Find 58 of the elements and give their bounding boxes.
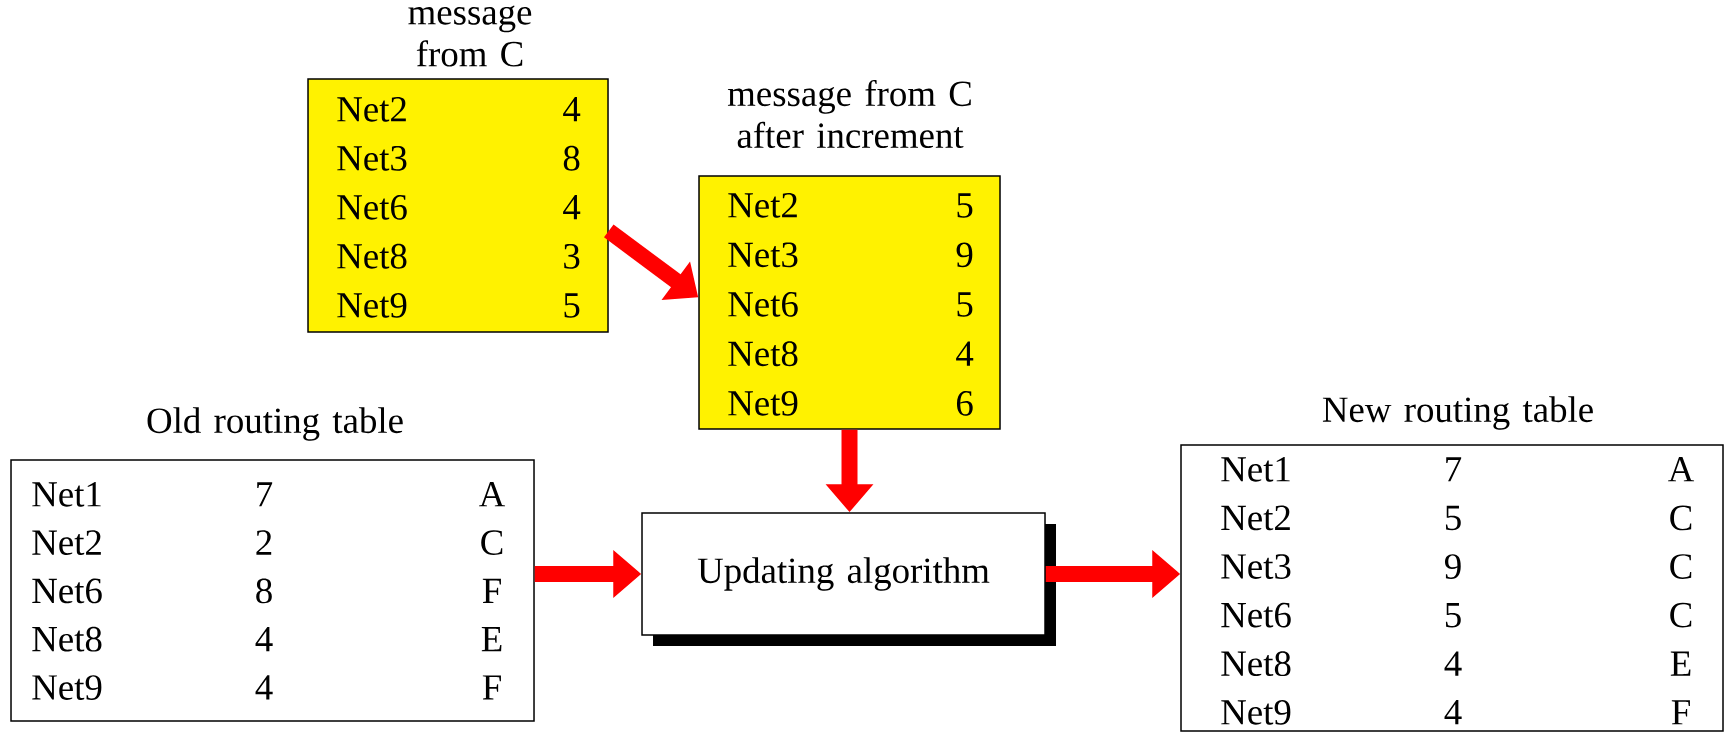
table-cell: Net6 [337,194,407,220]
table-cell: 2 [256,530,272,555]
table-cell: Net1 [1221,457,1290,482]
table-cell: F [482,675,501,700]
table-cell: 3 [564,243,580,269]
table-cell: Net9 [32,675,102,700]
table-cell: 4 [1444,700,1462,725]
table-cell: Net2 [728,192,797,218]
table-title: Old routing table [147,407,403,441]
table-cell: 5 [957,292,973,317]
table-cell: Net8 [728,341,798,367]
table-cell: Net1 [32,482,101,507]
table-cell: 5 [564,293,580,318]
table-title: New routing table [1322,396,1593,430]
table-cell: 4 [255,627,273,652]
table-cell: Net8 [337,243,407,269]
table-cell: Net3 [728,242,798,268]
process-box: Updating algorithm [641,512,1056,646]
table-cell: Net9 [728,390,798,416]
table-cell: 4 [563,195,581,220]
table-cell: Net6 [1221,602,1291,628]
table-cell: 9 [956,242,973,268]
table-cell: Net2 [1221,505,1290,531]
table-cell: Net8 [1221,651,1291,677]
table-cell: Net8 [32,626,102,652]
table-cell: F [482,578,501,603]
table-cell: Net6 [728,291,798,317]
table-cell: Net9 [1221,699,1291,725]
table-cell: Net2 [337,96,406,122]
table-cell: 8 [563,145,580,171]
table-cell: 4 [255,675,273,700]
table-cell: 4 [563,97,581,122]
table-cell: Net3 [337,145,407,171]
table-cell: 7 [257,482,273,507]
table-cell: Net3 [1221,554,1291,579]
table-cell: 6 [956,390,973,416]
table-cell: E [481,627,502,652]
table-cell: A [479,482,506,507]
table-title: message from C after increment [727,79,971,149]
table-cell: 9 [1445,554,1461,579]
table-cell: 5 [1445,505,1461,531]
table-cell: Net9 [337,292,407,318]
table-cell: 8 [256,578,272,604]
table-cell: 4 [1444,651,1462,676]
table-cell: C [481,530,503,555]
table-cell: 5 [957,193,973,218]
table-cell: C [1670,602,1692,628]
table-cell: C [1670,554,1692,579]
table-cell: C [1670,505,1692,531]
table-title: message from C [408,5,532,67]
table-cell: Net2 [32,530,101,555]
table-cell: 5 [1445,603,1461,628]
table-cell: F [1671,700,1690,725]
table-cell: E [1670,651,1691,676]
table-cell: A [1668,457,1695,482]
table-cell: 4 [956,341,974,366]
table-cell: 7 [1446,457,1462,482]
table-cell: Net6 [32,578,102,604]
